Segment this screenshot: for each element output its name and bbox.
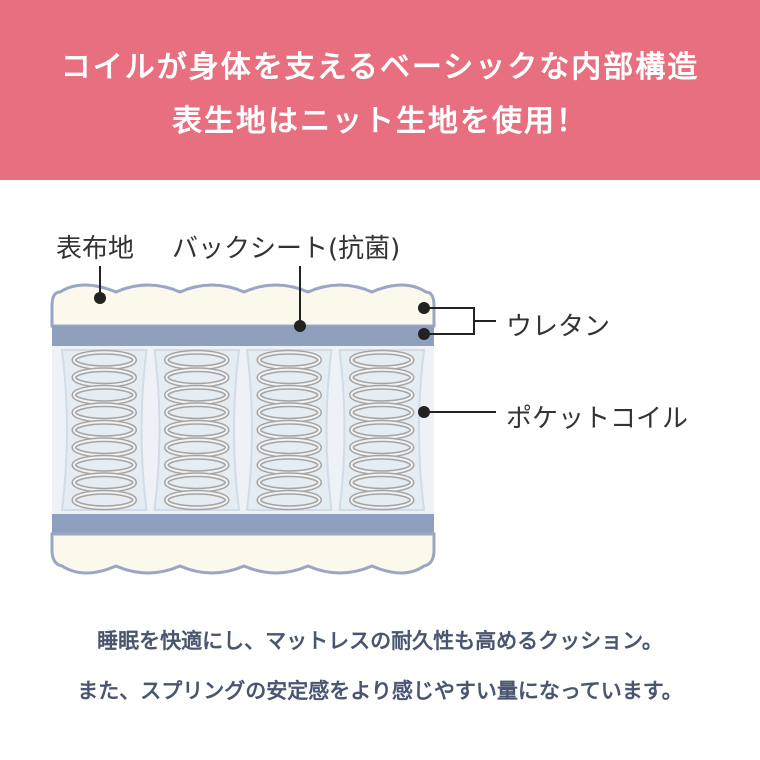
back-sheet-label: バックシート(抗菌) — [172, 234, 401, 264]
banner-title-line-2: 表生地はニット生地を使用！ — [172, 104, 588, 139]
banner-title-line-1: コイルが身体を支えるベーシックな内部構造 — [60, 50, 700, 85]
caption-line-2: また、スプリングの安定感をより感じやすい量になっています。 — [77, 679, 683, 703]
back-sheet-dot — [294, 320, 306, 332]
mattress-structure-diagram: 表布地 バックシート(抗菌) ウレタン ポケットコイル — [0, 180, 760, 600]
urethane-bracket — [424, 307, 496, 335]
bottom-back-sheet — [52, 514, 434, 534]
pocket-coil-label: ポケットコイル — [506, 404, 689, 434]
urethane-label: ウレタン — [506, 312, 611, 342]
top-cushion-layer — [50, 283, 436, 328]
top-back-sheet — [52, 326, 434, 346]
spring-coil-highlight — [73, 491, 136, 509]
caption-line-1: 睡眠を快適にし、マットレスの耐久性も高めるクッション。 — [97, 629, 663, 653]
header-banner: コイルが身体を支えるベーシックな内部構造 表生地はニット生地を使用！ — [0, 0, 760, 180]
bottom-cushion-layer — [50, 532, 436, 575]
spring-coil-highlight — [165, 491, 228, 509]
spring-coil-highlight — [350, 491, 413, 509]
spring-coil-highlight — [258, 491, 321, 509]
cover-fabric-label: 表布地 — [56, 234, 135, 264]
mattress-cross-section — [50, 266, 496, 575]
cover-fabric-dot — [94, 292, 106, 304]
